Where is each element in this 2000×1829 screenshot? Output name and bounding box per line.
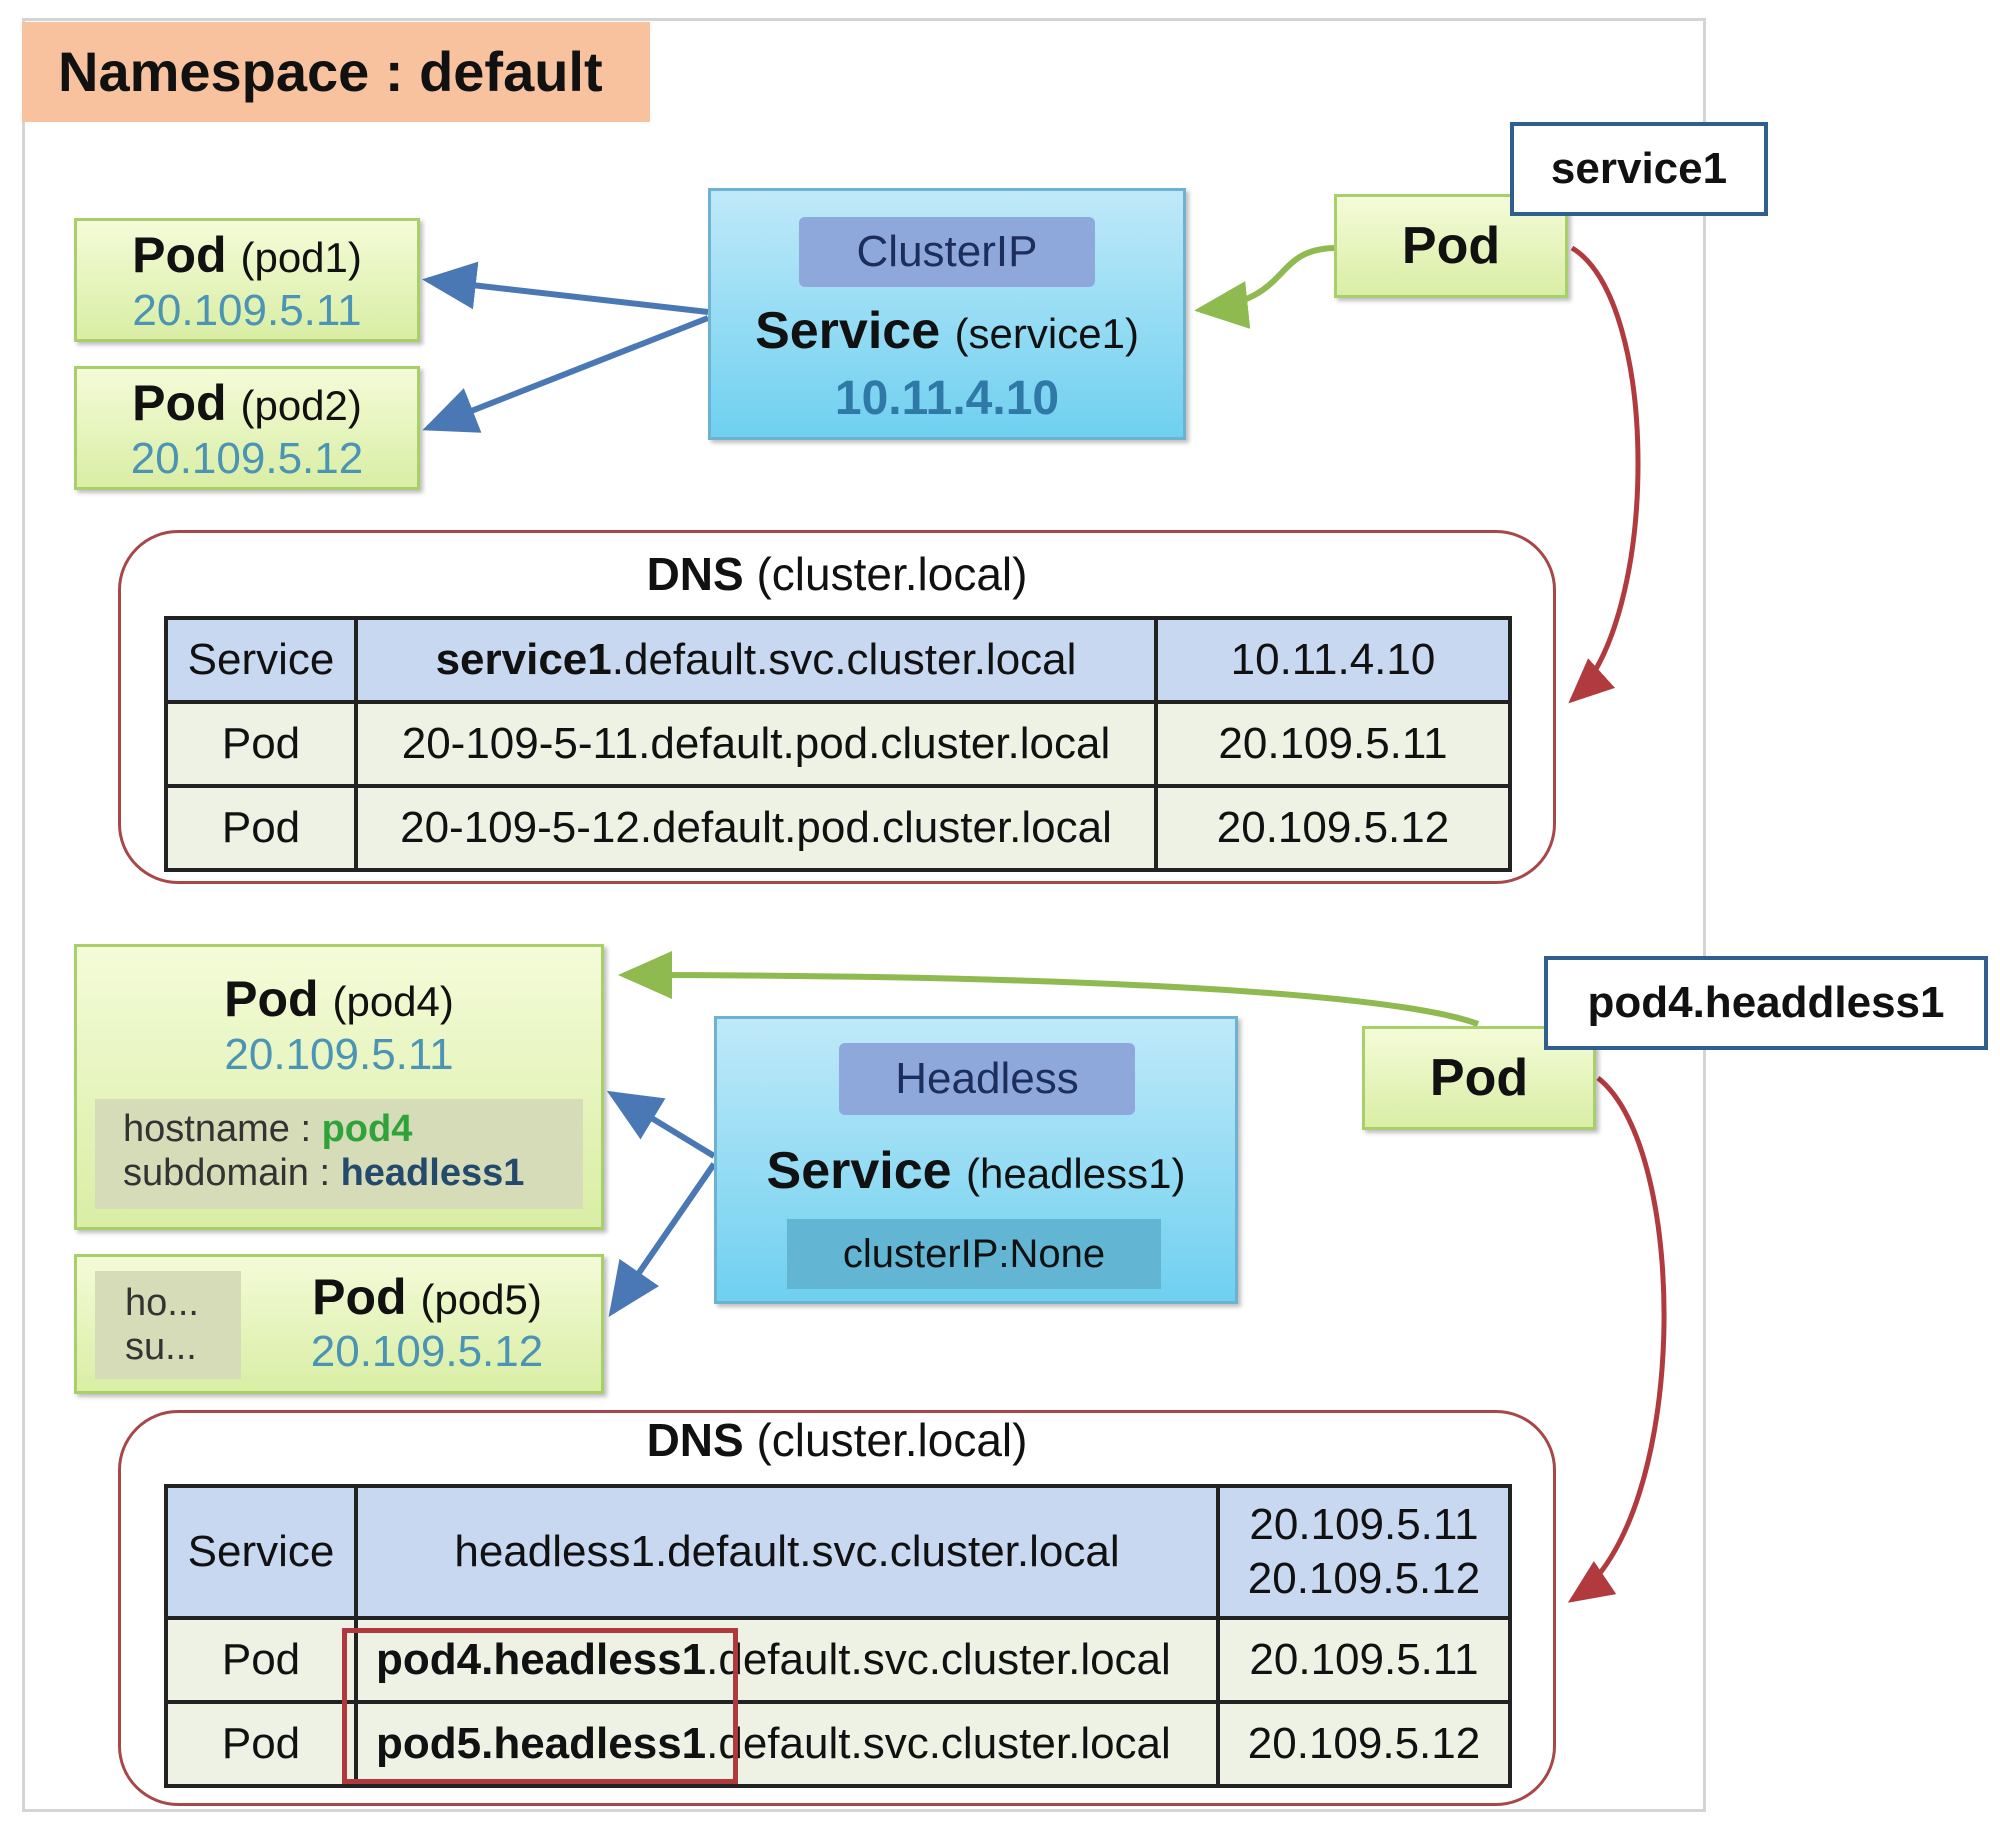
dns-row-ip: 10.11.4.10 <box>1154 616 1512 704</box>
pod1-name: (pod1) <box>240 234 362 281</box>
pod1-ip: 20.109.5.11 <box>132 286 362 335</box>
pod4-box: Pod (pod4) 20.109.5.11 hostname : pod4 s… <box>74 944 604 1230</box>
pod4-hostname-value: pod4 <box>321 1108 413 1150</box>
dns-row-ip1: 20.109.5.11 <box>1249 1500 1479 1549</box>
dns-row-name-rest: .default.svc.cluster.local <box>706 1635 1171 1684</box>
pod5-hostname-panel: ho... su... <box>95 1271 241 1379</box>
pod4-subdomain-label: subdomain : <box>123 1152 331 1194</box>
dns-row-name: headless1.default.svc.cluster.local <box>354 1484 1220 1620</box>
dns-row-type: Pod <box>164 784 358 872</box>
dns-row-name-rest: .default.svc.cluster.local <box>706 1719 1171 1768</box>
dns-row-pod5: Pod pod5.headless1.default.svc.cluster.l… <box>164 1700 1512 1788</box>
arrow-headless-to-pod4 <box>606 1090 716 1159</box>
dns-row-name: pod5.headless1.default.svc.cluster.local <box>354 1700 1220 1788</box>
pod2-name: (pod2) <box>240 382 362 429</box>
arrow-headless-to-pod5 <box>608 1162 717 1317</box>
dns-row-type: Pod <box>164 1616 358 1704</box>
dns-title-bottom: DNS (cluster.local) <box>118 1412 1556 1468</box>
dns-row-type: Service <box>164 1484 358 1620</box>
pod5-ip: 20.109.5.12 <box>310 1327 544 1376</box>
dns-row-ip: 20.109.5.11 <box>1154 700 1512 788</box>
headless1-name: (headless1) <box>966 1150 1186 1197</box>
service1-title: Service <box>755 302 941 360</box>
dns-row-name: 20-109-5-11.default.pod.cluster.local <box>354 700 1158 788</box>
pod5-title: Pod <box>312 1269 407 1325</box>
dns-row-name-bold: pod4.headless1 <box>376 1635 707 1684</box>
arrow-client-to-dns-bottom <box>1567 1076 1667 1603</box>
arrow-client-to-dns-top <box>1568 245 1641 704</box>
hostname-highlight-box <box>342 1628 738 1784</box>
namespace-label: Namespace : default <box>22 22 650 122</box>
dns-box-top <box>118 530 1556 884</box>
dns-row-type: Service <box>164 616 358 704</box>
dns-row-service: Service service1.default.svc.cluster.loc… <box>164 616 1512 704</box>
arrow-service1-to-pod1 <box>422 261 709 315</box>
namespace-frame <box>22 18 1706 1812</box>
pod1-box: Pod (pod1) 20.109.5.11 <box>74 218 420 342</box>
dns-row-name-bold: service1 <box>435 635 612 684</box>
arrow-client-to-pod4 <box>618 951 1480 1027</box>
dns-row-name: 20-109-5-12.default.pod.cluster.local <box>354 784 1158 872</box>
dns-row-service: Service headless1.default.svc.cluster.lo… <box>164 1484 1512 1620</box>
service1-tag: service1 <box>1510 122 1768 216</box>
dns-row-ip: 20.109.5.12 <box>1154 784 1512 872</box>
dns-domain-bottom: (cluster.local) <box>756 1414 1028 1466</box>
dns-row-name: service1.default.svc.cluster.local <box>354 616 1158 704</box>
dns-title-top: DNS (cluster.local) <box>118 546 1556 602</box>
dns-domain-top: (cluster.local) <box>756 548 1028 600</box>
pod4-hostname-panel: hostname : pod4 subdomain : headless1 <box>95 1099 583 1209</box>
dns-label-bottom: DNS <box>646 1414 744 1466</box>
pod5-name: (pod5) <box>420 1276 542 1323</box>
dns-box-bottom <box>118 1410 1556 1806</box>
pod1-title: Pod <box>132 227 227 283</box>
dns-table-top: Service service1.default.svc.cluster.loc… <box>164 616 1512 872</box>
pod4-name: (pod4) <box>332 978 454 1025</box>
pod5-subdomain-short: su... <box>125 1326 197 1368</box>
clusterip-chip: ClusterIP <box>799 217 1095 287</box>
dns-row-type: Pod <box>164 1700 358 1788</box>
pod4-title: Pod <box>224 971 319 1027</box>
headless-chip: Headless <box>839 1043 1135 1115</box>
dns-table-bottom: Service headless1.default.svc.cluster.lo… <box>164 1484 1512 1788</box>
headless1-title: Service <box>766 1142 952 1200</box>
dns-label-top: DNS <box>646 548 744 600</box>
dns-row-pod2: Pod 20-109-5-12.default.pod.cluster.loca… <box>164 784 1512 872</box>
dns-row-ip: 20.109.5.12 <box>1216 1700 1512 1788</box>
pod2-title: Pod <box>132 375 227 431</box>
pod4-headless1-tag: pod4.headdless1 <box>1544 956 1988 1050</box>
pod2-ip: 20.109.5.12 <box>130 434 364 483</box>
arrow-client-to-service1 <box>1194 245 1335 329</box>
pod2-box: Pod (pod2) 20.109.5.12 <box>74 366 420 490</box>
dns-row-name-bold: pod5.headless1 <box>376 1719 707 1768</box>
dns-row-ip2: 20.109.5.12 <box>1247 1554 1481 1603</box>
pod5-hostname-short: ho... <box>125 1282 199 1324</box>
dns-row-name-rest: .default.svc.cluster.local <box>611 635 1077 684</box>
pod4-subdomain-value: headless1 <box>340 1152 525 1194</box>
dns-row-pod1: Pod 20-109-5-11.default.pod.cluster.loca… <box>164 700 1512 788</box>
headless1-clusterip: clusterIP:None <box>787 1219 1161 1289</box>
pod4-ip: 20.109.5.11 <box>224 1030 454 1079</box>
dns-row-ips: 20.109.5.11 20.109.5.12 <box>1216 1484 1512 1620</box>
dns-row-ip: 20.109.5.11 <box>1216 1616 1512 1704</box>
pod4-hostname-label: hostname : <box>123 1108 311 1150</box>
dns-row-type: Pod <box>164 700 358 788</box>
service1-ip: 10.11.4.10 <box>834 372 1060 425</box>
headless1-box: Headless Service (headless1) clusterIP:N… <box>714 1016 1238 1304</box>
service1-box: ClusterIP Service (service1) 10.11.4.10 <box>708 188 1186 440</box>
dns-row-pod4: Pod pod4.headless1.default.svc.cluster.l… <box>164 1616 1512 1704</box>
pod5-box: ho... su... Pod (pod5) 20.109.5.12 <box>74 1254 604 1394</box>
service1-name: (service1) <box>954 310 1139 357</box>
arrow-service1-to-pod2 <box>422 315 710 433</box>
